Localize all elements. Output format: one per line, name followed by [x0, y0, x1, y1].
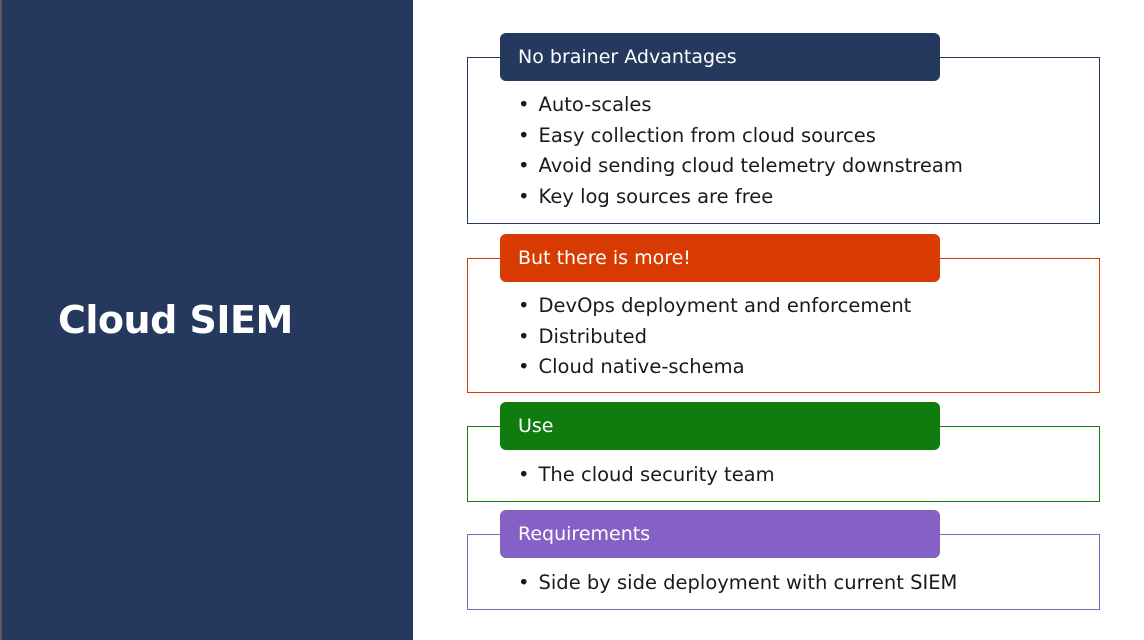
- list-item: DevOps deployment and enforcement: [518, 291, 912, 322]
- section-header: No brainer Advantages: [500, 33, 940, 81]
- title-panel: Cloud SIEM: [0, 0, 413, 640]
- section-advantages: No brainer Advantages Auto-scales Easy c…: [467, 33, 1100, 224]
- section-header: Use: [500, 402, 940, 450]
- section-requirements: Requirements Side by side deployment wit…: [467, 510, 1100, 610]
- section-use: Use The cloud security team: [467, 402, 1100, 502]
- section-more: But there is more! DevOps deployment and…: [467, 234, 1100, 393]
- list-item: Distributed: [518, 322, 911, 353]
- bullet-list: Auto-scales Easy collection from cloud s…: [518, 90, 963, 212]
- list-item: Cloud native-schema: [518, 352, 911, 383]
- bullet-list: DevOps deployment and enforcement Distri…: [518, 291, 912, 383]
- list-item: Easy collection from cloud sources: [518, 121, 963, 152]
- section-header: But there is more!: [500, 234, 940, 282]
- list-item: Avoid sending cloud telemetry downstream: [518, 151, 963, 182]
- list-item: Auto-scales: [518, 90, 963, 121]
- list-item: The cloud security team: [518, 460, 775, 491]
- list-item: Side by side deployment with current SIE…: [518, 568, 958, 599]
- bullet-list: The cloud security team: [518, 460, 775, 491]
- list-item: Key log sources are free: [518, 182, 963, 213]
- slide-title: Cloud SIEM: [58, 298, 293, 342]
- bullet-list: Side by side deployment with current SIE…: [518, 568, 958, 599]
- section-header: Requirements: [500, 510, 940, 558]
